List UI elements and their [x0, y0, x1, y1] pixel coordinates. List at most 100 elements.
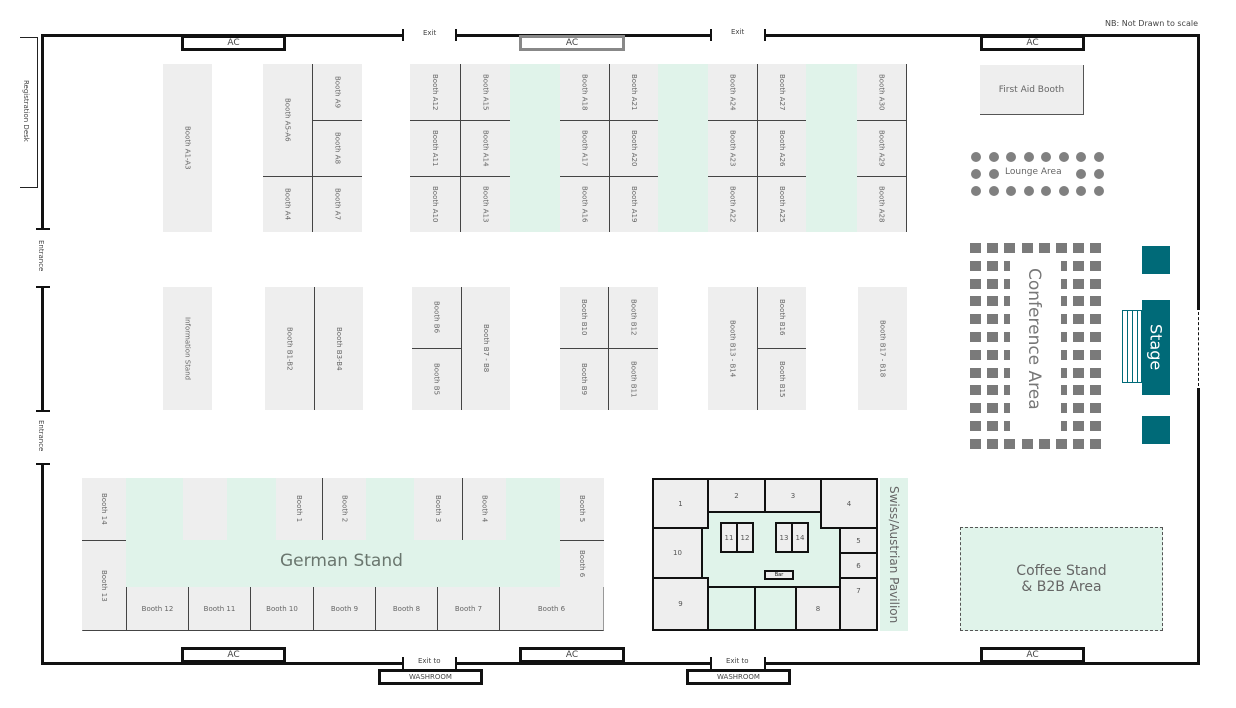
booth-b17-b18[interactable]: Booth B17 - B18	[858, 287, 907, 410]
registration-desk[interactable]	[20, 37, 38, 188]
pavilion-booth-12[interactable]: 12	[736, 522, 754, 553]
booth-a9[interactable]: Booth A9	[312, 64, 362, 120]
booth-b15[interactable]: Booth B15	[757, 348, 806, 410]
pavilion-booth-6[interactable]: 6	[839, 552, 878, 579]
ac-unit: AC	[980, 35, 1085, 51]
booth-a1-a3[interactable]: Booth A1-A3	[163, 64, 212, 232]
booth-a24[interactable]: Booth A24	[708, 64, 757, 120]
booth-b11[interactable]: Booth B11	[608, 348, 658, 410]
booth-a17[interactable]: Booth A17	[560, 120, 609, 176]
conference-chair	[1004, 385, 1011, 396]
pavilion-booth-14[interactable]: 14	[791, 522, 809, 553]
conference-chair	[1004, 421, 1011, 431]
pavilion-booth-1[interactable]: 1	[652, 478, 709, 529]
booth-a5-a6[interactable]: Booth A5-A6	[263, 64, 312, 176]
booth-b7-b8[interactable]: Booth B7 - B8	[461, 287, 510, 410]
booth-1[interactable]: Booth 1	[276, 478, 322, 540]
pavilion-booth-8[interactable]: 8	[795, 586, 841, 631]
booth-a13[interactable]: Booth A13	[460, 176, 510, 232]
booth-a23[interactable]: Booth A23	[708, 120, 757, 176]
booth-2[interactable]: Booth 2	[322, 478, 366, 540]
booth-10[interactable]: Booth 10	[250, 587, 313, 630]
booth-a4[interactable]: Booth A4	[263, 176, 312, 232]
pavilion-booth-2[interactable]: 2	[707, 478, 766, 513]
booth-3[interactable]: Booth 3	[414, 478, 462, 540]
coffee-stand[interactable]: Coffee Stand & B2B Area	[960, 527, 1163, 631]
conference-chair	[1004, 296, 1011, 307]
booth-b1-b2[interactable]: Booth B1-B2	[265, 287, 314, 410]
pavilion-bar[interactable]: Bar	[764, 570, 794, 580]
booth-a29[interactable]: Booth A29	[857, 120, 907, 176]
booth-a11[interactable]: Booth A11	[410, 120, 460, 176]
conference-chair	[1004, 260, 1011, 271]
booth-a15[interactable]: Booth A15	[460, 64, 510, 120]
booth-b16[interactable]: Booth B16	[757, 287, 806, 348]
booth-9[interactable]: Booth 9	[313, 587, 375, 630]
booth-8[interactable]: Booth 8	[375, 587, 437, 630]
pavilion-booth-7[interactable]: 7	[839, 577, 878, 631]
booth-a18[interactable]: Booth A18	[560, 64, 609, 120]
pavilion-booth-3[interactable]: 3	[764, 478, 822, 513]
washroom-left[interactable]: WASHROOM	[378, 669, 483, 685]
booth-13[interactable]: Booth 13	[82, 540, 126, 630]
booth-a12[interactable]: Booth A12	[410, 64, 460, 120]
booth-b3-b4[interactable]: Booth B3-B4	[314, 287, 363, 410]
booth-6-vertical[interactable]: Booth 6	[560, 540, 604, 587]
pavilion-booth-10[interactable]: 10	[652, 527, 703, 579]
booth-a25[interactable]: Booth A25	[757, 176, 806, 232]
lounge-seat	[988, 152, 999, 162]
booth-b5[interactable]: Booth B5	[412, 348, 461, 410]
coffee-label-1: Coffee Stand	[1016, 563, 1107, 579]
exit-top-left[interactable]: Exit	[423, 29, 437, 37]
pavilion-booth-9[interactable]: 9	[652, 577, 709, 631]
booth-a19[interactable]: Booth A19	[609, 176, 658, 232]
exit-top-right[interactable]: Exit	[731, 28, 745, 36]
booth-a20[interactable]: Booth A20	[609, 120, 658, 176]
booth-6[interactable]: Booth 6	[499, 587, 603, 630]
conference-chair	[1073, 349, 1085, 360]
lounge-seat	[1006, 152, 1016, 162]
washroom-right[interactable]: WASHROOM	[686, 669, 791, 685]
booth-11[interactable]: Booth 11	[188, 587, 250, 630]
booth-b9[interactable]: Booth B9	[560, 348, 608, 410]
booth-14[interactable]: Booth 14	[82, 478, 126, 540]
booth-a8[interactable]: Booth A8	[312, 120, 362, 176]
booth-7[interactable]: Booth 7	[437, 587, 499, 630]
booth-a26[interactable]: Booth A26	[757, 120, 806, 176]
booth-b12[interactable]: Booth B12	[608, 287, 658, 348]
conference-chair	[1061, 367, 1067, 378]
information-stand[interactable]: Information Stand	[163, 287, 212, 410]
booth-a30[interactable]: Booth A30	[857, 64, 907, 120]
booth-unlabeled[interactable]	[183, 478, 227, 540]
conference-chair	[970, 332, 981, 342]
pavilion-booth-4[interactable]: 4	[820, 478, 878, 529]
lounge-seat	[1093, 186, 1104, 196]
ac-unit: AC	[519, 647, 625, 663]
booth-a10[interactable]: Booth A10	[410, 176, 460, 232]
pavilion-booth-5[interactable]: 5	[839, 527, 878, 554]
booth-4[interactable]: Booth 4	[462, 478, 506, 540]
booth-a21[interactable]: Booth A21	[609, 64, 658, 120]
first-aid-booth[interactable]: First Aid Booth	[980, 65, 1084, 115]
booth-a22[interactable]: Booth A22	[708, 176, 757, 232]
booth-a14[interactable]: Booth A14	[460, 120, 510, 176]
booth-a16[interactable]: Booth A16	[560, 176, 609, 232]
booth-a28[interactable]: Booth A28	[857, 176, 907, 232]
conference-chair	[1073, 367, 1085, 378]
booth-a27[interactable]: Booth A27	[757, 64, 806, 120]
booth-5[interactable]: Booth 5	[560, 478, 604, 540]
booth-b10[interactable]: Booth B10	[560, 287, 608, 348]
stage[interactable]: Stage	[1142, 300, 1170, 395]
booth-b13-b14[interactable]: Booth B13 - B14	[708, 287, 757, 410]
conference-chair	[1061, 314, 1067, 325]
booth-b6[interactable]: Booth B6	[412, 287, 461, 348]
exit-bottom-right[interactable]: Exit to	[726, 657, 749, 665]
pavilion-open-space	[707, 586, 756, 631]
entrance-bottom[interactable]: Entrance	[37, 420, 45, 452]
exit-bottom-left[interactable]: Exit to	[418, 657, 441, 665]
lounge-seat	[988, 186, 999, 196]
conference-chair	[1061, 403, 1067, 414]
entrance-top[interactable]: Entrance	[37, 240, 45, 272]
booth-a7[interactable]: Booth A7	[312, 176, 362, 232]
booth-12[interactable]: Booth 12	[126, 587, 188, 630]
